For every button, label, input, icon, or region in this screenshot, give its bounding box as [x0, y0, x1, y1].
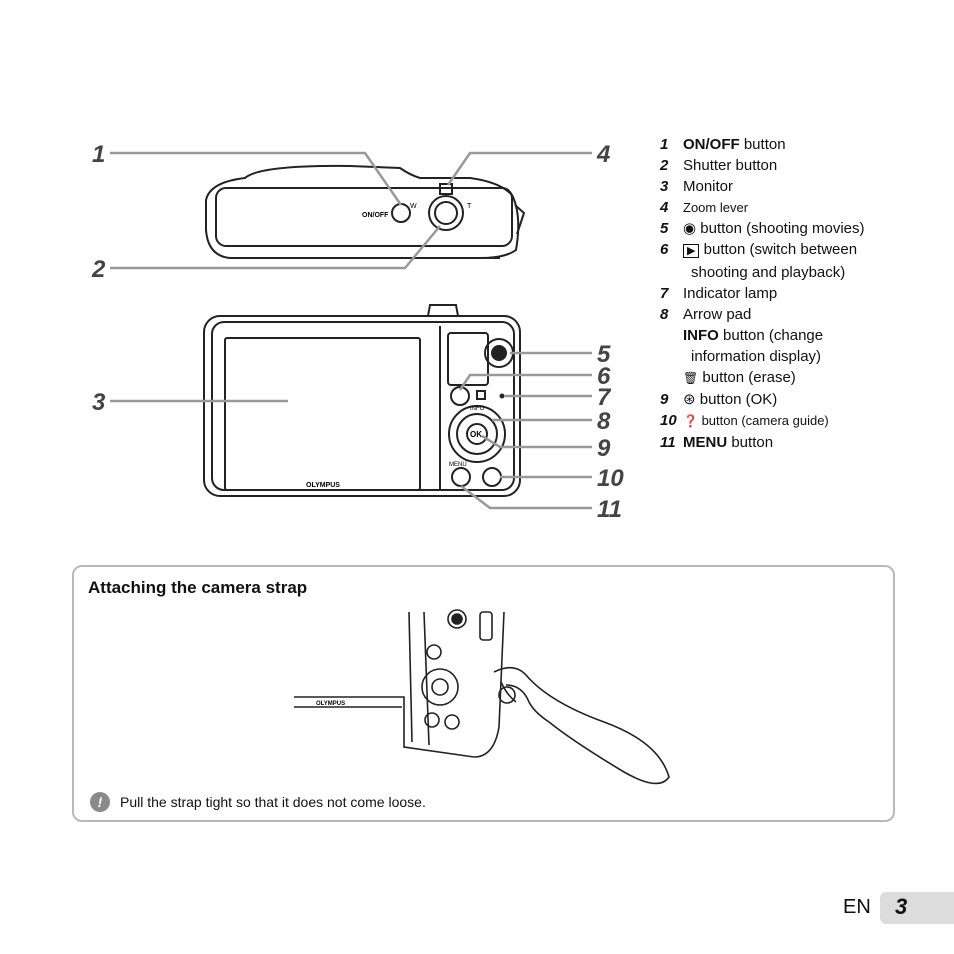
- callout-11: 11: [597, 496, 622, 523]
- onoff-label: ON/OFF: [362, 212, 389, 219]
- callout-9: 9: [597, 435, 611, 462]
- part-item: 10 ❓ button (camera guide): [660, 412, 829, 429]
- note: ! Pull the strap tight so that it does n…: [90, 792, 426, 812]
- trash-icon: 🗑: [683, 371, 699, 385]
- callout-7: 7: [597, 384, 612, 411]
- callout-1: 1: [92, 141, 105, 168]
- help-icon: ❓: [683, 414, 698, 428]
- caution-icon: !: [90, 792, 110, 812]
- callout-6: 6: [597, 363, 611, 390]
- part-item: 8 Arrow pad: [660, 306, 752, 323]
- info-label: INFO: [470, 406, 485, 412]
- callout-2: 2: [91, 256, 106, 283]
- callout-10: 10: [597, 465, 624, 492]
- camera-top-view: [205, 164, 526, 259]
- part-item: 4 Zoom lever: [660, 199, 749, 216]
- part-item: 5 ◉ button (shooting movies): [660, 220, 865, 237]
- page-tab: [880, 892, 954, 924]
- strap-section: Attaching the camera strap OLYMPUS ! Pul…: [72, 565, 895, 822]
- note-text: Pull the strap tight so that it does not…: [120, 794, 426, 810]
- part-item: 7 Indicator lamp: [660, 285, 778, 302]
- part-item: 9 ⊛ button (OK): [660, 391, 778, 408]
- strap-illustration: OLYMPUS: [294, 609, 670, 785]
- ok-label: OK: [470, 430, 482, 439]
- part-item: 1 ON/OFF button: [660, 136, 786, 153]
- part-item: 3 Monitor: [660, 178, 734, 195]
- leader-lines: [110, 151, 592, 510]
- menu-label: MENU: [449, 462, 467, 468]
- callout-3: 3: [92, 389, 106, 416]
- callout-5: 5: [597, 341, 611, 368]
- page-number: 3: [895, 894, 908, 919]
- zoom-tele-label: T: [467, 203, 472, 210]
- movie-icon: ◉: [683, 220, 697, 237]
- parts-list: 1 ON/OFF button 2 Shutter button 3 Monit…: [660, 134, 950, 453]
- callout-8: 8: [597, 408, 611, 435]
- language-label: EN: [843, 896, 871, 918]
- brand-label: OLYMPUS: [306, 482, 340, 489]
- strap-title: Attaching the camera strap: [88, 578, 308, 597]
- zoom-wide-label: W: [410, 203, 417, 210]
- part-item: 6 ▶ button (switch between: [660, 241, 858, 258]
- callout-4: 4: [596, 141, 610, 168]
- camera-diagram: ON/OFF W T OLYMPUS INFO OK MENU: [91, 141, 624, 523]
- playback-icon: ▶: [683, 244, 700, 258]
- camera-back-view: [203, 304, 521, 497]
- strap-brand-label: OLYMPUS: [316, 701, 345, 707]
- part-item: 2 Shutter button: [660, 157, 778, 174]
- part-item: 11 MENU button: [660, 434, 774, 451]
- ok-icon: ⊛: [683, 391, 696, 408]
